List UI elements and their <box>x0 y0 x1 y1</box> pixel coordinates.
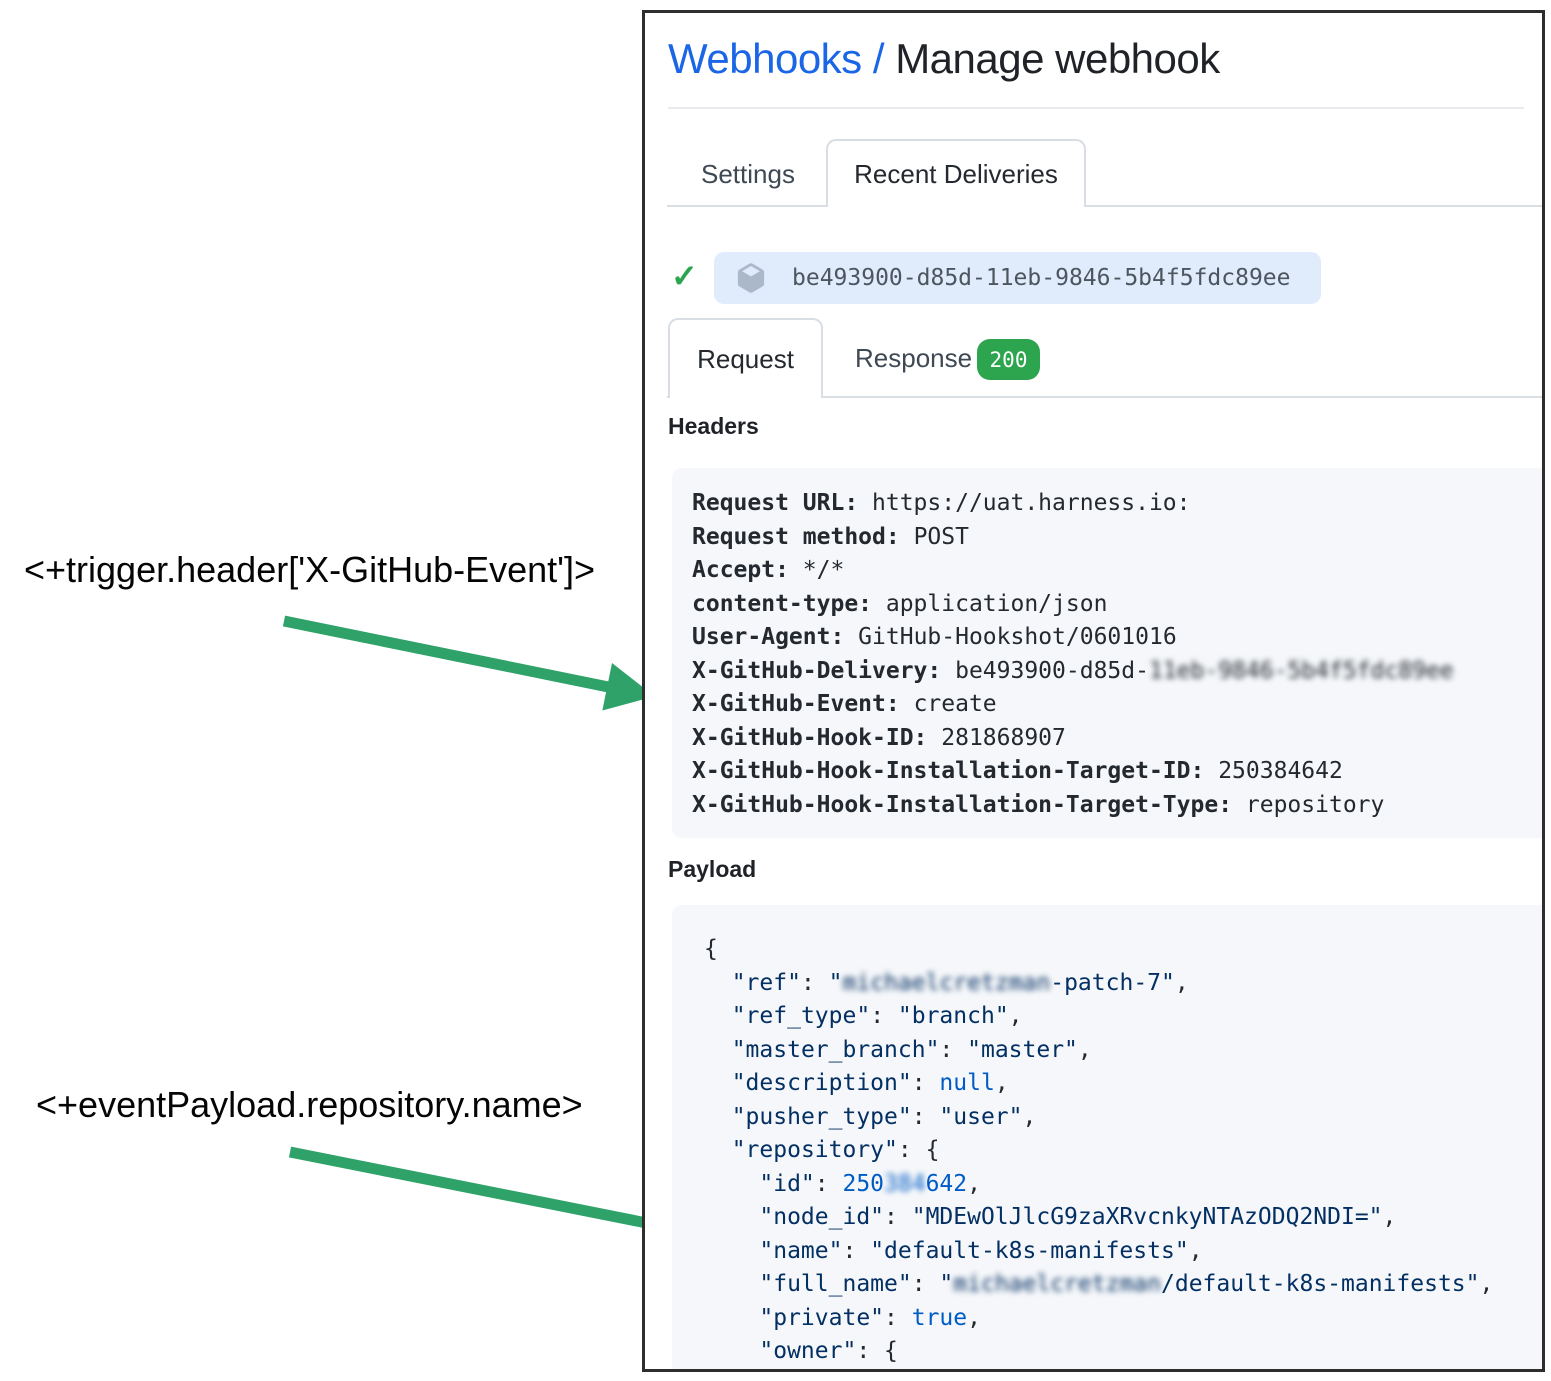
subtabs-underline <box>667 396 1542 398</box>
headers-code-block: Request URL: https://uat.harness.io: Requ… <box>672 468 1542 838</box>
payload-line: "master_branch": "master", <box>731 1036 1092 1063</box>
payload-line: "owner": { <box>759 1338 898 1364</box>
delivery-item[interactable]: be493900-d85d-11eb-9846-5b4f5fdc89ee <box>714 252 1321 304</box>
header-line: User-Agent: GitHub-Hookshot/0601016 <box>692 624 1177 650</box>
page-title: Webhooks / Manage webhook <box>668 35 1220 83</box>
payload-section-title: Payload <box>668 856 757 882</box>
payload-line: "pusher_type": "user", <box>731 1103 1037 1130</box>
title-divider <box>668 107 1524 109</box>
tab-settings[interactable]: Settings <box>701 159 795 189</box>
payload-line: "node_id": "MDEwOlJlcG9zaXRvcnkyNTAzODQ2… <box>759 1204 1397 1230</box>
webhooks-breadcrumb-link[interactable]: Webhooks / <box>668 35 896 82</box>
header-line: X-GitHub-Hook-Installation-Target-ID: 25… <box>692 758 1343 784</box>
response-status-badge: 200 <box>977 339 1040 380</box>
header-line: Request URL: https://uat.harness.io: <box>692 490 1191 516</box>
page-title-current: Manage webhook <box>895 35 1220 82</box>
package-icon <box>737 263 765 293</box>
payload-line: "description": null, <box>731 1070 1009 1096</box>
tab-request[interactable]: Request <box>668 318 823 398</box>
payload-line: "id": 250384642, <box>759 1170 981 1197</box>
tab-recent-deliveries[interactable]: Recent Deliveries <box>826 139 1086 207</box>
tab-response[interactable]: Response <box>855 343 973 373</box>
payload-code-block: { "ref": "michaelcretzman-patch-7", "ref… <box>672 905 1542 1369</box>
header-line: Accept: */* <box>692 557 845 583</box>
header-line: X-GitHub-Hook-Installation-Target-Type: … <box>692 791 1385 818</box>
tabs-underline <box>667 205 1542 207</box>
payload-line: "repository": { <box>731 1137 940 1163</box>
header-line: content-type: application/json <box>692 590 1108 617</box>
payload-line: "name": "default-k8s-manifests", <box>759 1237 1203 1264</box>
header-line: X-GitHub-Hook-ID: 281868907 <box>692 724 1066 751</box>
green-arrow-to-x-github-event <box>282 615 655 711</box>
header-line: X-GitHub-Event: create <box>692 691 997 717</box>
payload-line: "private": true, <box>759 1304 981 1331</box>
headers-section-title: Headers <box>668 413 759 439</box>
annotation-event-payload-expression: <+eventPayload.repository.name> <box>36 1084 583 1125</box>
success-check-icon: ✓ <box>671 258 698 294</box>
delivery-guid: be493900-d85d-11eb-9846-5b4f5fdc89ee <box>792 265 1291 291</box>
annotation-trigger-header-expression: <+trigger.header['X-GitHub-Event']> <box>24 549 596 590</box>
header-line: Request method: POST <box>692 523 969 550</box>
payload-line: "ref": "michaelcretzman-patch-7", <box>731 969 1189 996</box>
webhook-page-screenshot-frame: Webhooks / Manage webhook Settings Recen… <box>642 10 1545 1372</box>
payload-line: "ref_type": "branch", <box>731 1003 1023 1029</box>
header-line: X-GitHub-Delivery: be493900-d85d-11eb-98… <box>692 657 1454 684</box>
payload-line: "full_name": "michaelcretzman/default-k8… <box>759 1271 1494 1297</box>
payload-line: { <box>704 936 718 962</box>
